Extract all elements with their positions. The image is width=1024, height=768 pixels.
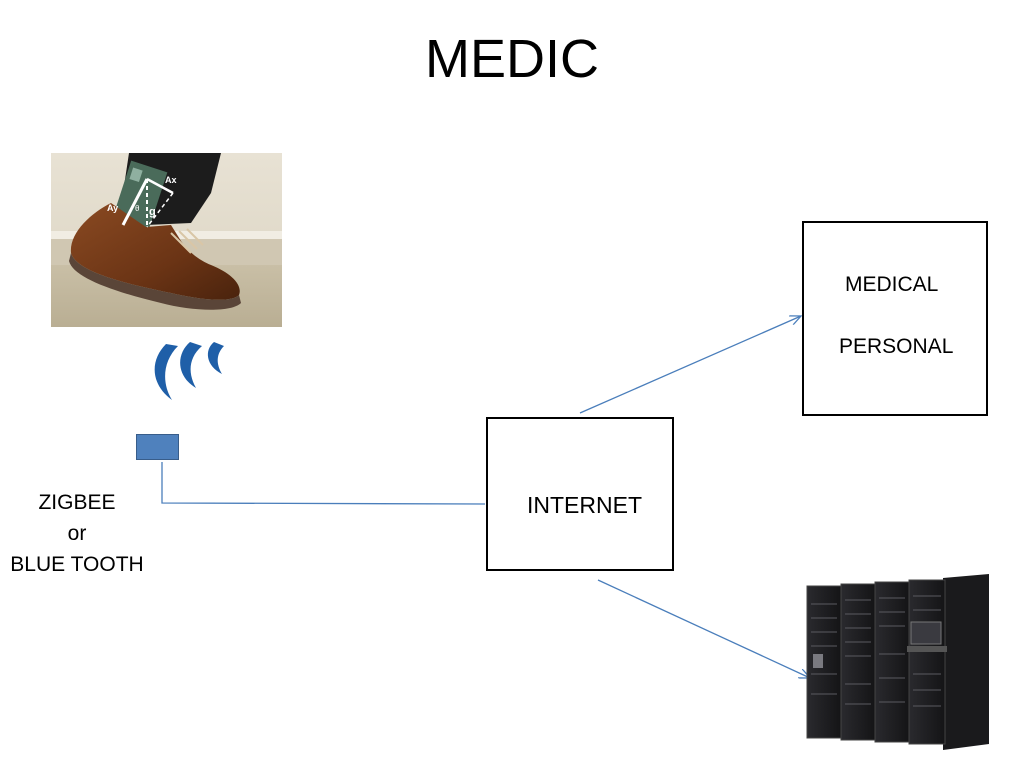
medical-personal-node	[802, 221, 988, 416]
ankle-sensor-photo: Ax Ay g θ	[51, 153, 282, 327]
internet-node	[486, 417, 674, 571]
personal-label: PERSONAL	[839, 335, 954, 358]
server-rack-icon	[806, 574, 989, 750]
slide-title: MEDIC	[425, 29, 599, 89]
sensor-device-icon	[136, 434, 179, 460]
device-to-internet-line	[161, 462, 486, 505]
arrow-to-server	[597, 579, 810, 678]
wireless-waves-icon	[154, 342, 224, 400]
medical-label: MEDICAL	[845, 273, 939, 296]
radio-line-bluetooth: BLUE TOOTH	[10, 553, 144, 576]
photo-label-g: g	[149, 206, 156, 218]
photo-label-ax: Ax	[165, 175, 177, 185]
radio-protocol-label: ZIGBEE or BLUE TOOTH	[8, 487, 146, 580]
photo-label-theta: θ	[135, 204, 140, 213]
internet-label: INTERNET	[527, 492, 642, 518]
radio-line-or: or	[67, 522, 87, 545]
arrow-to-medical-personal	[579, 316, 801, 414]
radio-line-zigbee: ZIGBEE	[38, 491, 116, 514]
photo-label-ay: Ay	[107, 203, 118, 213]
